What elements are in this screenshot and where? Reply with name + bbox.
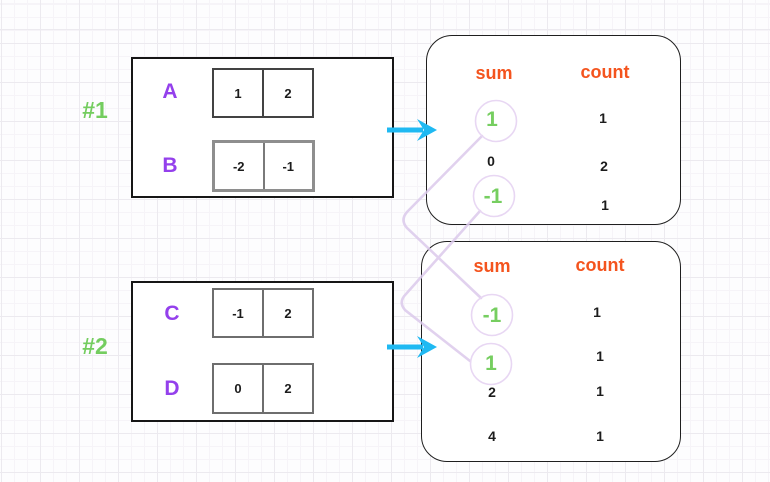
row-a-cell-0: 1 [234, 85, 242, 101]
g1-count-row2: 2 [600, 158, 608, 174]
row-a-label: A [162, 80, 178, 103]
g2-count-row1: 1 [593, 304, 601, 320]
row-c-label: C [164, 302, 180, 325]
group-2-label: #2 [82, 333, 108, 359]
row-b-cell-1: -1 [262, 143, 313, 189]
row-a-cell-1: 2 [262, 70, 312, 116]
row-b-label: B [162, 154, 178, 177]
row-b-cells: -2 -1 [212, 140, 315, 192]
g2-sum-row2: 1 [485, 352, 497, 375]
g2-count-row2: 1 [596, 348, 604, 364]
g2-sum-row4: 4 [488, 428, 496, 444]
row-a-cells: 1 2 [212, 68, 314, 118]
g1-sum-row3: -1 [483, 185, 503, 208]
row-c-cells: -1 2 [212, 288, 314, 338]
g1-count-row1: 1 [599, 110, 607, 126]
g2-count-row4: 1 [596, 428, 604, 444]
group-2-count-header: count [575, 255, 625, 275]
group-1-label: #1 [82, 97, 108, 123]
g1-sum-row2: 0 [487, 153, 495, 169]
group-1-count-header: count [580, 62, 630, 82]
g2-sum-row3: 2 [488, 384, 496, 400]
g1-sum-row1: 1 [486, 108, 498, 131]
group-2-sum-header: sum [473, 256, 511, 276]
row-d-cell-0: 0 [234, 381, 242, 396]
g2-count-row3: 1 [596, 383, 604, 399]
group-1-sum-header: sum [475, 63, 513, 83]
row-c-cell-0: -1 [232, 305, 244, 321]
row-b-cell-0: -2 [232, 158, 245, 174]
row-d-cells: 0 2 [212, 363, 314, 414]
row-d-cell-1: 2 [262, 365, 312, 412]
g1-count-row3: 1 [601, 197, 609, 213]
g2-sum-row1: -1 [482, 304, 502, 327]
row-d-label: D [164, 377, 180, 400]
row-c-cell-1: 2 [262, 290, 312, 336]
